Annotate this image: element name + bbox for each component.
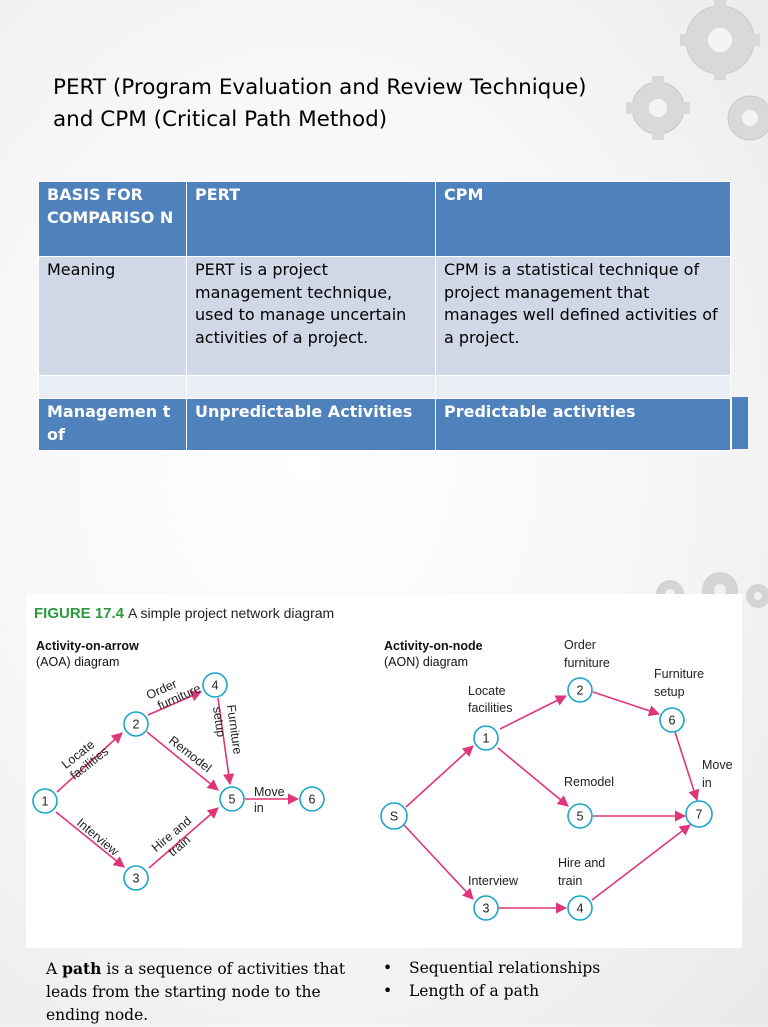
svg-text:1: 1 xyxy=(42,794,49,808)
bullet-icon: • xyxy=(383,982,393,1000)
aoa-label-move-2: in xyxy=(254,801,264,815)
aoa-edge-3-5 xyxy=(148,807,219,869)
table-stub-cell xyxy=(731,397,748,449)
cell-spacer-1 xyxy=(38,375,187,399)
aon-node-3: 3 xyxy=(473,895,499,921)
header-cpm: CPM xyxy=(435,181,731,257)
aoa-label-interview: Interview xyxy=(74,816,122,860)
svg-text:5: 5 xyxy=(229,792,236,806)
svg-text:7: 7 xyxy=(696,807,703,821)
aoa-edge-1-3 xyxy=(55,811,125,868)
aoa-node-4: 4 xyxy=(202,672,228,698)
aon-label-setup-2: setup xyxy=(654,685,685,699)
bullet-icon: • xyxy=(383,959,393,977)
aon-title-1: Activity-on-node xyxy=(384,639,483,653)
aon-label-interview: Interview xyxy=(468,874,519,888)
aon-label-move-1: Move xyxy=(702,758,733,772)
header-basis: BASIS FOR COMPARISO N xyxy=(38,181,187,257)
figure-label: FIGURE 17.4 xyxy=(34,605,125,622)
cell-meaning-pert: PERT is a project management technique, … xyxy=(186,256,436,376)
cell-management-pert: Unpredictable Activities xyxy=(186,398,436,451)
aon-label-move-2: in xyxy=(702,776,712,790)
aon-label-hire-1: Hire and xyxy=(558,856,605,870)
aon-node-6: 6 xyxy=(659,707,685,733)
figure-caption: A simple project network diagram xyxy=(128,605,334,621)
cell-spacer-2 xyxy=(186,375,436,399)
network-diagram-svg: FIGURE 17.4 A simple project network dia… xyxy=(32,605,733,921)
table-header-row: BASIS FOR COMPARISO N PERT CPM xyxy=(38,181,731,257)
cell-spacer-3 xyxy=(435,375,731,399)
svg-text:S: S xyxy=(390,809,398,823)
aon-title-2: (AON) diagram xyxy=(384,655,468,669)
slide-title: PERT (Program Evaluation and Review Tech… xyxy=(53,72,693,136)
aon-node-2: 2 xyxy=(567,677,593,703)
aon-edge-2-6 xyxy=(592,691,661,717)
gear-decoration-top-right xyxy=(626,0,768,141)
aon-label-locate-2: facilities xyxy=(468,701,512,715)
aoa-edge-2-4 xyxy=(147,690,203,716)
path-definition-prefix: A xyxy=(46,960,63,978)
path-definition: A path is a sequence of activities that … xyxy=(46,957,366,1027)
aoa-label-setup-2: setup xyxy=(210,706,228,738)
aon-edge-s-3 xyxy=(403,824,474,900)
svg-text:4: 4 xyxy=(212,678,219,692)
aon-label-setup-1: Furniture xyxy=(654,667,704,681)
cell-management: Managemen t of xyxy=(38,398,187,451)
table-row-spacer xyxy=(38,375,731,399)
aoa-title-1: Activity-on-arrow xyxy=(36,639,139,653)
aoa-node-3: 3 xyxy=(123,865,149,891)
aoa-node-5: 5 xyxy=(219,786,245,812)
cell-meaning-cpm: CPM is a statistical technique of projec… xyxy=(435,256,731,376)
table-row: Meaning PERT is a project management tec… xyxy=(38,256,731,376)
bullet-list: • Sequential relationships • Length of a p… xyxy=(383,957,600,1003)
bullet-text: Sequential relationships xyxy=(409,959,601,977)
aon-label-remodel: Remodel xyxy=(564,775,614,789)
aon-edge-4-7 xyxy=(591,824,691,901)
aoa-edge-1-2 xyxy=(56,732,123,793)
header-pert: PERT xyxy=(186,181,436,257)
aon-edge-6-7 xyxy=(674,731,700,802)
aoa-node-6: 6 xyxy=(299,786,325,812)
title-line-2: and CPM (Critical Path Method) xyxy=(53,107,388,132)
svg-text:2: 2 xyxy=(133,717,140,731)
svg-text:6: 6 xyxy=(309,792,316,806)
aoa-node-2: 2 xyxy=(123,711,149,737)
aon-edge-1-5 xyxy=(497,747,569,807)
list-item: • Sequential relationships xyxy=(383,957,600,980)
svg-text:3: 3 xyxy=(483,901,490,915)
network-diagram-figure: FIGURE 17.4 A simple project network dia… xyxy=(26,594,742,948)
svg-text:2: 2 xyxy=(577,683,584,697)
aon-label-hire-2: train xyxy=(558,874,582,888)
svg-text:4: 4 xyxy=(577,901,584,915)
aoa-label-setup-1: Furniture xyxy=(224,704,245,756)
aoa-node-1: 1 xyxy=(32,788,58,814)
cell-meaning: Meaning xyxy=(38,256,187,376)
svg-text:5: 5 xyxy=(577,809,584,823)
svg-text:1: 1 xyxy=(483,731,490,745)
list-item: • Length of a path xyxy=(383,980,600,1003)
aon-label-order-2: furniture xyxy=(564,656,610,670)
aon-node-s: S xyxy=(380,802,408,830)
aoa-label-move-1: Move xyxy=(254,785,285,799)
svg-text:3: 3 xyxy=(133,871,140,885)
table-row: Managemen t of Unpredictable Activities … xyxy=(38,398,731,451)
path-definition-rest: is a sequence of activities that leads f… xyxy=(46,960,346,1024)
title-line-1: PERT (Program Evaluation and Review Tech… xyxy=(53,75,587,100)
aon-node-1: 1 xyxy=(473,725,499,751)
aon-label-locate-1: Locate xyxy=(468,684,506,698)
aoa-edge-4-5 xyxy=(217,697,235,786)
aon-edge-s-1 xyxy=(405,745,474,808)
aon-edge-1-2 xyxy=(499,695,568,730)
aoa-title-2: (AOA) diagram xyxy=(36,655,119,669)
svg-text:6: 6 xyxy=(669,713,676,727)
bullet-text: Length of a path xyxy=(409,982,540,1000)
aon-label-order-1: Order xyxy=(564,638,596,652)
path-term: path xyxy=(62,959,102,978)
cell-management-cpm: Predictable activities xyxy=(435,398,731,451)
aon-node-4: 4 xyxy=(567,895,593,921)
aoa-edge-2-5 xyxy=(146,731,219,791)
comparison-table: BASIS FOR COMPARISO N PERT CPM Meaning P… xyxy=(38,181,731,451)
aon-node-7: 7 xyxy=(685,800,713,828)
aon-node-5: 5 xyxy=(567,803,593,829)
